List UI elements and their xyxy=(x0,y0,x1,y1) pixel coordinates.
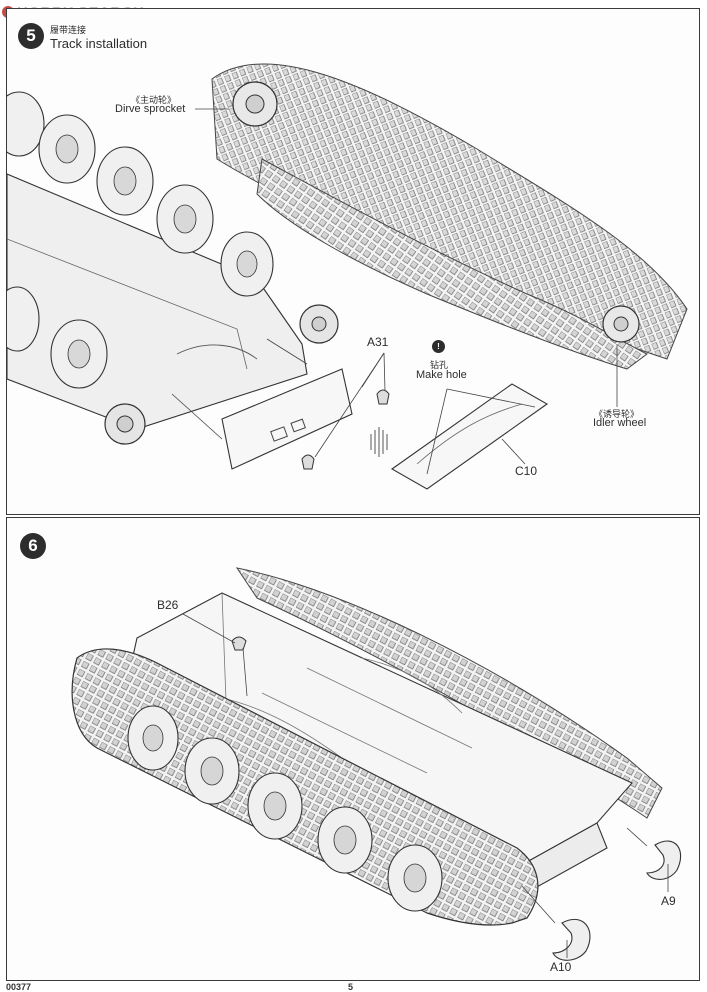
step-number-badge: 6 xyxy=(20,533,46,559)
c10-plate-drawing xyxy=(390,383,549,490)
exclamation-icon: ! xyxy=(432,340,445,353)
hull-chassis-drawing xyxy=(7,91,339,445)
part-a10-label: A10 xyxy=(550,960,572,974)
step-number-badge: 5 xyxy=(18,23,44,49)
tow-hooks-drawing xyxy=(552,840,682,961)
drive-sprocket-label-en: Dirve sprocket xyxy=(115,103,186,115)
make-hole-label-cn: 钻孔 xyxy=(430,361,449,371)
step-6-illustration xyxy=(71,567,682,961)
step-5-panel: 5 履带连接 Track installation 《主动轮》 Dirve sp… xyxy=(6,8,700,515)
part-c10-label: C10 xyxy=(515,464,538,478)
part-b26-label: B26 xyxy=(157,598,179,612)
part-a9-label: A9 xyxy=(661,894,676,908)
make-hole-label-en: Make hole xyxy=(416,369,467,381)
page-number: 5 xyxy=(348,982,354,992)
drive-sprocket-label-cn: 《主动轮》 xyxy=(131,96,177,106)
part-a31-label: A31 xyxy=(367,335,389,349)
idler-wheel-label-cn: 《诱导轮》 xyxy=(594,410,640,420)
step-title-en: Track installation xyxy=(50,36,148,51)
idler-wheel-label-en: Idler wheel xyxy=(593,417,647,429)
page-code: 00377 xyxy=(6,982,32,992)
track-loop-drawing xyxy=(211,63,688,370)
press-mark-drawing xyxy=(370,427,388,457)
rear-plate-drawing xyxy=(221,368,390,470)
step-title-cn: 履带连接 xyxy=(50,26,87,36)
step-5-illustration xyxy=(7,63,688,490)
leader-lines xyxy=(171,108,618,475)
step-6-panel: 6 B26 A9 A10 xyxy=(6,517,700,981)
